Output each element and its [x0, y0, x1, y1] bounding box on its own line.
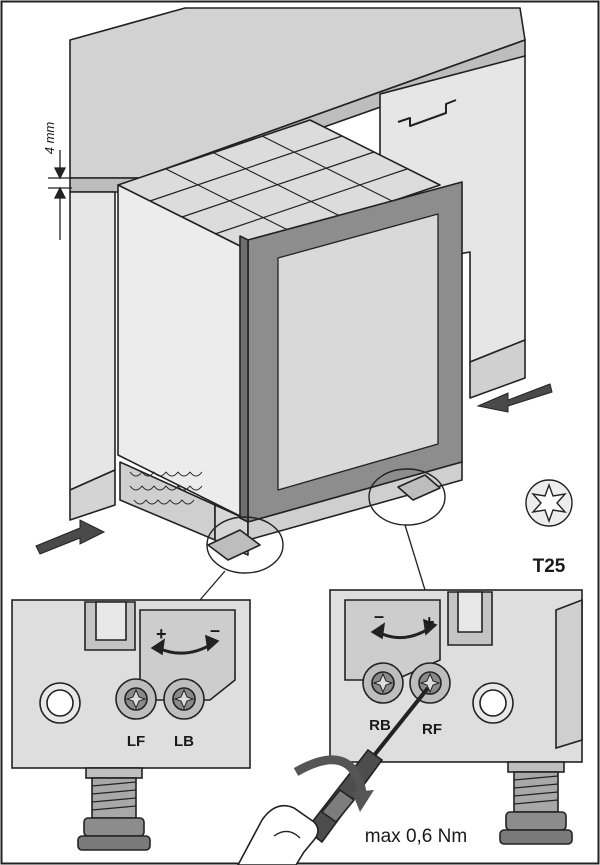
label-rf: RF	[422, 721, 442, 738]
torque-label: max 0,6 Nm	[365, 826, 467, 847]
screwdriver	[304, 686, 430, 844]
door-glass	[277, 213, 439, 491]
detail-circle-right	[368, 468, 446, 526]
label-lf: LF	[127, 733, 145, 750]
plus-sign-right: +	[424, 612, 435, 632]
right-detail-panel	[329, 589, 583, 845]
hand	[237, 804, 319, 865]
arrow-left-in	[35, 519, 106, 555]
rotation-arrow	[293, 755, 367, 793]
gap-dimension	[48, 150, 72, 240]
arrow-right-out	[476, 383, 553, 413]
drawer-handle	[397, 99, 457, 127]
door-edge	[239, 235, 249, 523]
bit-label: T25	[533, 556, 566, 577]
detail-circle-left	[206, 516, 284, 574]
label-rb: RB	[369, 717, 391, 734]
left-detail-panel	[11, 599, 251, 851]
minus-sign-right: –	[374, 606, 384, 626]
left-cabinet-panel	[69, 191, 116, 491]
gap-label: 4 mm	[42, 122, 57, 155]
torx-t25-icon	[525, 479, 573, 527]
label-lb: LB	[174, 733, 194, 750]
minus-sign-left: –	[210, 620, 220, 640]
cabinet-scene	[69, 7, 526, 561]
plus-sign-left: +	[156, 624, 167, 644]
